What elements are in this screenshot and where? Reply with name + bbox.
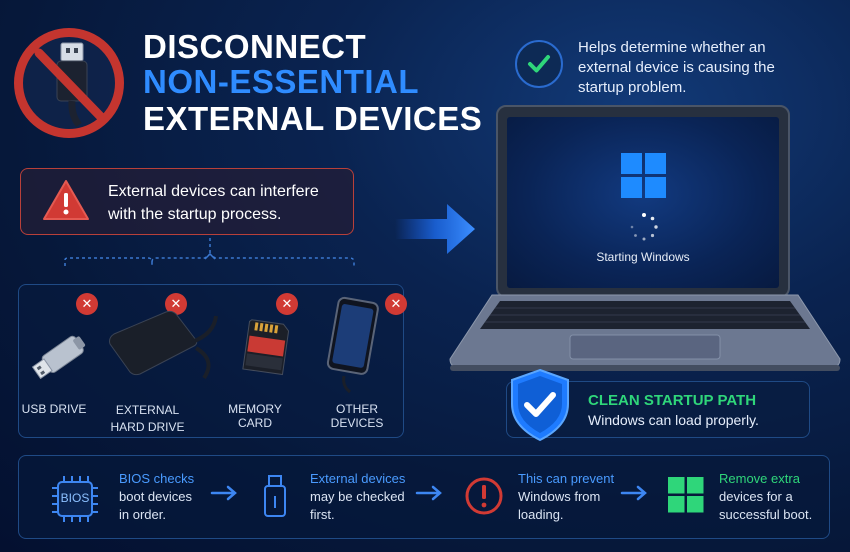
step-3-body-line-1: Windows from xyxy=(518,489,601,504)
device-label-hard-drive: External Hard Drive xyxy=(110,403,185,434)
windows-logo-icon xyxy=(668,477,704,518)
hard-drive-icon xyxy=(104,304,224,389)
step-4-title: Remove extra xyxy=(719,471,800,486)
bios-chip-icon: BIOS xyxy=(50,474,100,529)
step-1-body-line-2: in order. xyxy=(119,507,166,522)
laptop-screen xyxy=(507,117,779,288)
page-title-line-1: Disconnect xyxy=(143,28,367,65)
step-1-body-line-1: boot devices xyxy=(119,489,192,504)
step-arrow-icon xyxy=(415,483,445,509)
loading-spinner-icon xyxy=(629,212,659,247)
device-label-memory-card: Memory Card xyxy=(228,402,282,430)
alert-circle-icon xyxy=(464,476,504,521)
clean-startup-title: Clean Startup Path xyxy=(588,392,757,409)
step-4-body-line-1: devices for a xyxy=(719,489,793,504)
warning-triangle-icon xyxy=(42,178,90,227)
remove-x-icon: ✕ xyxy=(76,293,98,315)
step-3-body-line-2: loading. xyxy=(518,507,564,522)
step-3-title: This can prevent xyxy=(518,471,615,486)
step-arrow-icon xyxy=(210,483,240,509)
page-title-line-3: External Devices xyxy=(143,100,483,137)
shield-check-icon xyxy=(508,368,572,447)
step-2-title: External devices xyxy=(310,471,406,486)
connector-lines xyxy=(64,238,355,266)
clean-startup-subtitle: Windows can load properly. xyxy=(588,412,759,428)
checkmark-icon xyxy=(515,40,563,88)
bios-chip-label: BIOS xyxy=(60,491,90,505)
device-label-other: Other Devices xyxy=(330,402,384,430)
no-usb-icon xyxy=(14,28,124,138)
step-4-body-line-2: successful boot. xyxy=(719,507,813,522)
remove-x-icon: ✕ xyxy=(165,293,187,315)
arrow-right-icon xyxy=(395,200,480,263)
usb-stick-icon xyxy=(262,474,288,523)
laptop-keyboard xyxy=(448,293,842,378)
step-arrow-icon xyxy=(620,483,650,509)
device-label-usb: USB Drive xyxy=(21,402,87,416)
usb-drive-icon xyxy=(28,318,98,393)
check-note-text: Helps determine whether an external devi… xyxy=(578,39,775,96)
step-2-body-line-2: first. xyxy=(310,507,335,522)
laptop-screen-text: Starting Windows xyxy=(596,250,690,264)
phone-icon xyxy=(318,296,388,399)
warning-text: External devices can interfere with the … xyxy=(108,183,319,223)
windows-logo-icon xyxy=(621,153,667,204)
step-1-title: BIOS checks xyxy=(119,471,195,486)
memory-card-icon xyxy=(238,318,294,383)
step-2-body-line-1: may be checked xyxy=(310,489,405,504)
remove-x-icon: ✕ xyxy=(385,293,407,315)
page-title-line-2: Non-Essential xyxy=(143,63,420,100)
remove-x-icon: ✕ xyxy=(276,293,298,315)
